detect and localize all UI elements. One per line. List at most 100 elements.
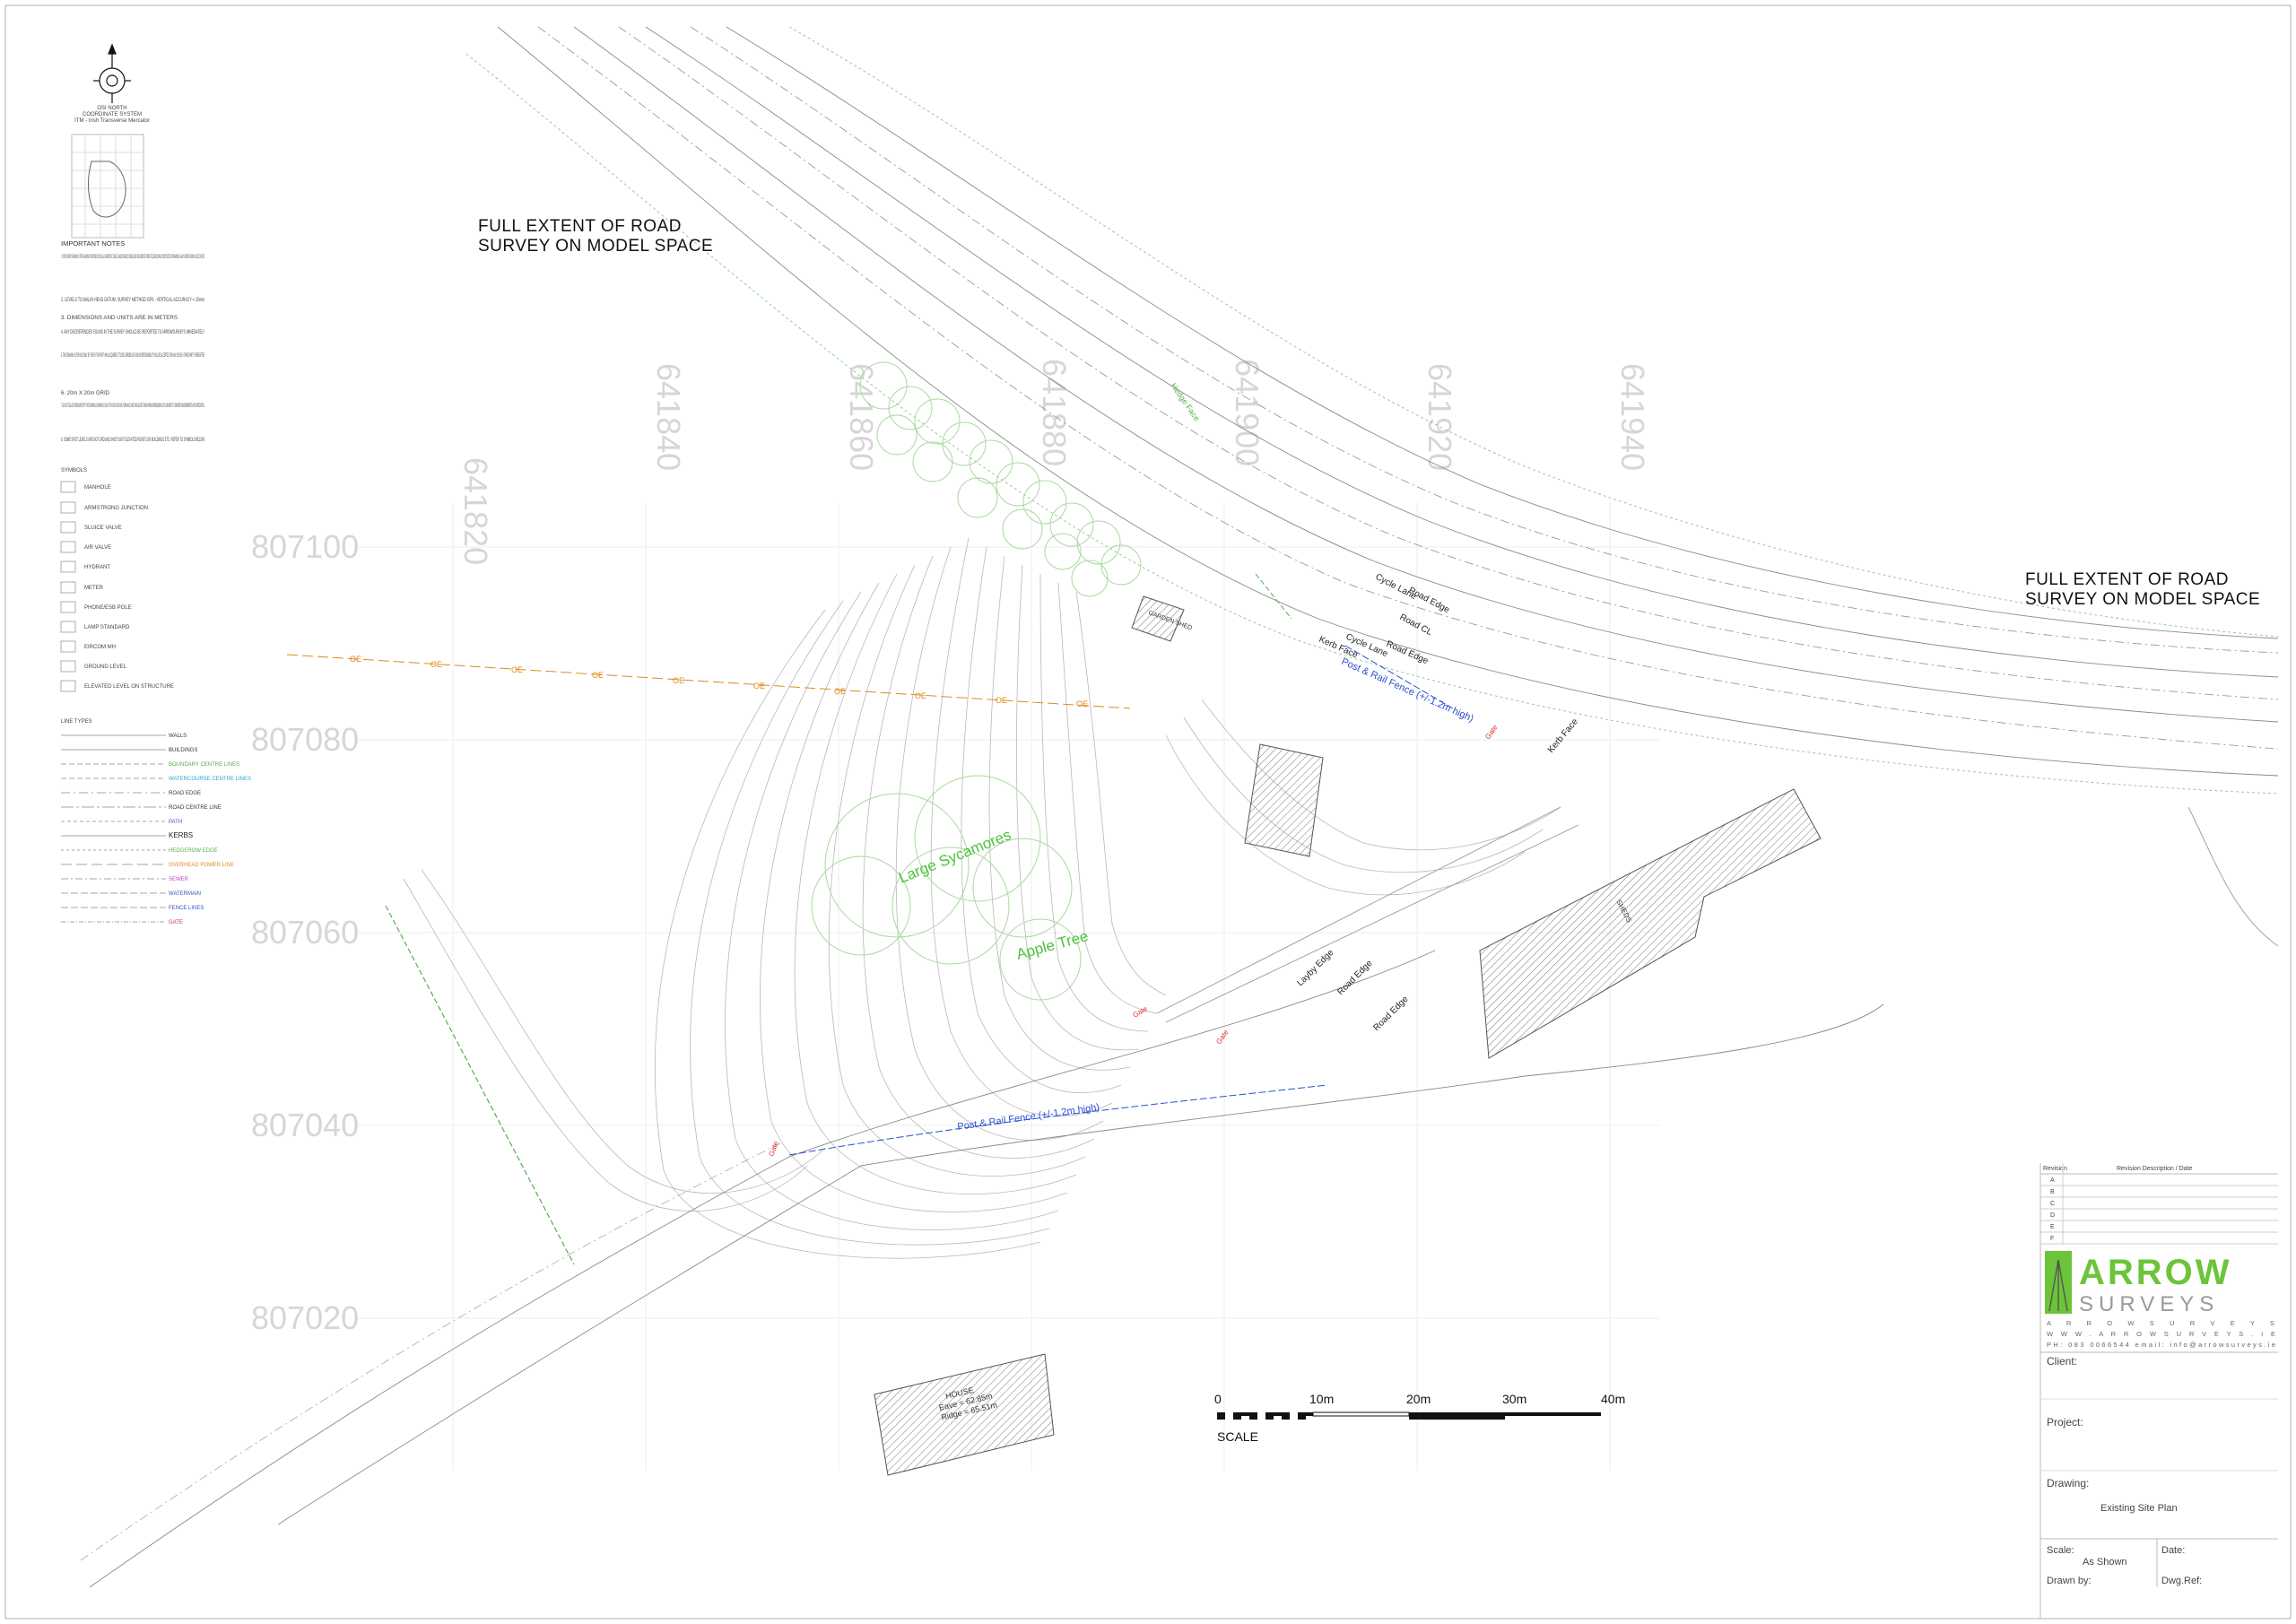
revision-letter: F [2050,1236,2054,1242]
symbol-legend-label: HYDRANT [84,565,110,570]
svg-text:OE: OE [753,682,765,690]
house-building [874,1353,1055,1476]
note-item: 6. 20m X 20m GRID [61,391,110,396]
extent-note-line: FULL EXTENT OF ROAD [2025,570,2229,589]
linetype-label: BOUNDARY CENTRE LINES [169,762,239,768]
svg-text:OE: OE [673,676,684,685]
symbol-legend-label: METER [84,586,104,591]
north-arrow-icon [93,43,131,103]
grid-easting-label: 641820 [457,457,494,565]
grid-easting-label: 641860 [843,363,880,471]
north-arrow-block: OSI NORTH COORDINATE SYSTEM ITM - Irish … [74,43,150,124]
revision-letter: C [2050,1201,2055,1207]
linetype-label: GATE [169,920,183,925]
layby-edge-label: Layby Edge [1295,948,1335,988]
gate-label: Gate [1214,1028,1231,1046]
revision-letter: E [2050,1224,2055,1230]
site-boundary [80,573,2279,1588]
linetype-label: WATERMAIN [169,891,201,897]
coordinate-grid: 641820 641840 641860 641880 641900 64192… [251,359,1659,1471]
client-label: Client: [2047,1355,2077,1368]
scale-caption: SCALE [1217,1429,1258,1444]
svg-text:OE: OE [511,665,523,674]
gate-label: Gate [1483,723,1500,741]
revision-desc-header: Revision Description / Date [2117,1166,2193,1172]
svg-text:OE: OE [1076,699,1088,708]
scale-tick-label: 40m [1601,1392,1625,1406]
contour-lines [403,537,1561,1259]
grid-easting-label: 641940 [1614,363,1651,471]
linetype-label: BUILDINGS [169,748,197,753]
extent-note-line: FULL EXTENT OF ROAD [478,217,682,236]
road-edge-label: Road Edge [1371,994,1410,1033]
symbol-legend-label: ELEVATED LEVEL ON STRUCTURE [84,684,174,690]
note-item: 3. DIMENSIONS AND UNITS ARE IN METERS [61,316,178,321]
note-item: 5. THIS DRAWING IS FOR USE ONLY BY THE B… [61,353,204,359]
gate-label: Gate [767,1140,780,1158]
revision-letter: B [2050,1189,2055,1195]
scale-tick-label: 10m [1309,1392,1334,1406]
location-key-map [71,134,144,239]
symbol-legend-label: EIRCOM MH [84,645,116,650]
linetype-label: KERBS [169,831,193,839]
sheds-building [1479,788,1822,1059]
logo-word: SURVEYS [2079,1292,2219,1316]
grid-easting-label: 641840 [650,363,687,471]
extent-note-line: SURVEY ON MODEL SPACE [2025,590,2260,609]
svg-text:OE: OE [592,671,604,680]
important-notes: IMPORTANT NOTES 1. THIS SURVEY DRAWING I… [61,239,204,443]
symbols-title: SYMBOLS [61,468,87,473]
extent-note-line: SURVEY ON MODEL SPACE [478,237,713,256]
sheet-border [4,4,2292,1620]
note-item: 8. SOME SPOT LEVELS ARE NOT GROUND SHOTS… [61,438,204,443]
hedge-face-label: Hedge Face [1169,381,1201,422]
grid-northing-label: 807060 [251,914,359,951]
large-sycamores-label: Large Sycamores [896,826,1013,887]
symbol-legend-label: SLUICE VALVE [84,525,122,531]
symbol-legend-label: LAMP STANDARD [84,625,130,630]
logo-contact: PH: 083 0066544 email: info@arrowsurveys… [2047,1341,2275,1349]
linetype-label: ROAD CENTRE LINE [169,805,222,811]
note-item: 4. ANY DISCREPENCIES FOUND IN THE SURVEY… [61,330,204,335]
sycamore-trees [811,775,1082,1001]
symbol-legend-label: PHONE/ESB POLE [84,605,132,611]
title-block: Revision Revision Description / Date A B… [2039,1163,2278,1619]
grid-easting-label: 641920 [1422,363,1458,471]
grid-northing-label: 807080 [251,721,359,758]
drawing-label: Drawing: [2047,1477,2089,1489]
notes-title: IMPORTANT NOTES [61,239,125,248]
svg-text:OE: OE [350,655,361,664]
symbol-legend-label: ARMSTRONG JUNCTION [84,506,148,511]
date-label: Date: [2161,1545,2185,1556]
scale-bar: 0 10m 20m 30m 40m SCALE [1214,1392,1625,1444]
fence-label-lower: Post & Rail Fence (+/-1.2m high) [957,1102,1100,1133]
linetype-label: OVERHEAD POWER LINE [169,863,234,868]
extent-note-right: FULL EXTENT OF ROAD SURVEY ON MODEL SPAC… [2025,570,2260,609]
linetype-label: PATH [169,820,182,825]
scale-value: As Shown [2083,1557,2127,1568]
roadside-hedge-row [859,361,1142,597]
symbol-legend-label: MANHOLE [84,485,111,491]
svg-text:OE: OE [915,691,926,700]
logo-web: W W W . A R R O W S U R V E Y S . I E [2047,1330,2275,1338]
grid-northing-label: 807100 [251,528,359,565]
linetype-label: HEDGEROW EDGE [169,848,218,854]
dwg-ref-label: Dwg.Ref: [2161,1576,2202,1586]
svg-text:OE: OE [996,696,1007,705]
road-edge-label: Road Edge [1385,639,1431,667]
farmhouse-building [1244,743,1324,857]
north-label: OSI NORTH [97,106,126,111]
scale-tick-label: 0 [1214,1392,1222,1406]
road-cl-label: Road CL [1398,612,1434,638]
project-label: Project: [2047,1416,2083,1429]
svg-text:OE: OE [430,660,442,669]
symbol-legend-label: GROUND LEVEL [84,664,127,670]
grid-northing-label: 807020 [251,1299,359,1336]
note-item: 2. LEVELS TO MALIN HEAD DATUM. SURVEY ME… [61,298,204,303]
linetype-label: WATERCOURSE CENTRE LINES [169,777,251,782]
svg-text:OE: OE [834,687,846,696]
buildings [874,595,1822,1476]
garden-shed-building [1131,595,1185,642]
